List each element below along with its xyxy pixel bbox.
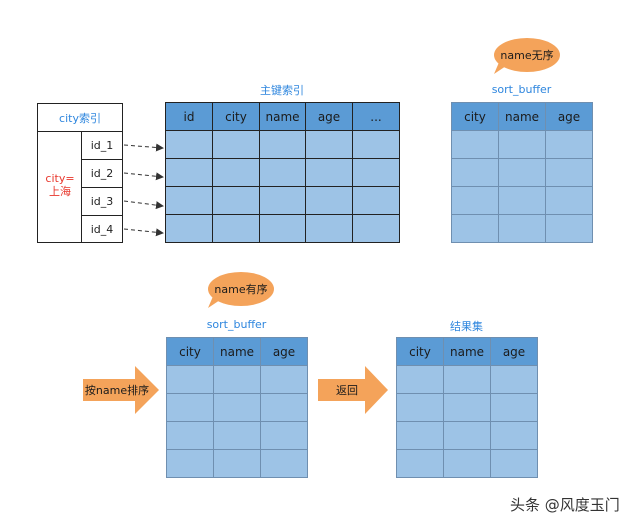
column-header: ... (352, 102, 400, 131)
index-id-label: id_3 (90, 195, 114, 208)
sort-by-name-arrow (83, 366, 159, 414)
table-row (166, 421, 308, 450)
table-row (166, 365, 308, 394)
column-header: name (213, 337, 261, 366)
city-key-label: city= 上海 (38, 172, 82, 198)
return-label: 返回 (336, 384, 358, 397)
table-row (396, 365, 538, 394)
column-header: city (166, 337, 214, 366)
sort-buffer-unsorted-title: sort_buffer (491, 83, 552, 96)
column-header: age (260, 337, 308, 366)
name-unsorted-bubble: name无序 (494, 38, 560, 72)
city-key-line2: 上海 (49, 185, 71, 198)
result-set-table: city name age (396, 337, 538, 478)
index-id-cell: id_4 (81, 215, 123, 243)
table-row (396, 449, 538, 478)
bubble-text: name有序 (214, 283, 268, 296)
table-row (166, 449, 308, 478)
table-row (396, 393, 538, 422)
index-id-label: id_2 (90, 167, 114, 180)
table-row (451, 186, 593, 215)
table-row (165, 214, 400, 243)
column-header: id (165, 102, 213, 131)
column-header: city (451, 102, 499, 131)
pointer-arrow (123, 172, 164, 181)
column-header: age (490, 337, 538, 366)
index-id-label: id_1 (90, 139, 114, 152)
table-row (166, 393, 308, 422)
watermark: 头条 @风度玉门 (510, 496, 620, 514)
bubble-tail (494, 60, 506, 74)
return-arrow (318, 366, 388, 414)
city-index-title: city索引 (59, 111, 101, 125)
table-row (165, 130, 400, 159)
column-header: name (443, 337, 491, 366)
result-set-title: 结果集 (450, 320, 483, 333)
table-row (396, 421, 538, 450)
pointer-arrow (123, 228, 164, 237)
primary-index-title: 主键索引 (260, 84, 304, 97)
table-row (451, 158, 593, 187)
column-header: age (305, 102, 353, 131)
table-row (451, 130, 593, 159)
bubble-tail (208, 294, 220, 308)
city-index-title-box: city索引 (37, 103, 123, 132)
sort-buffer-sorted-table: city name age (166, 337, 308, 478)
column-header: city (212, 102, 260, 131)
city-key-line1: city= (45, 172, 75, 185)
pointer-arrow (123, 200, 164, 210)
sort-by-name-label: 按name排序 (84, 384, 150, 397)
index-id-cell: id_2 (81, 159, 123, 188)
column-header: city (396, 337, 444, 366)
table-row (451, 214, 593, 243)
table-row (165, 158, 400, 187)
column-header: age (545, 102, 593, 131)
column-header: name (259, 102, 306, 131)
index-id-label: id_4 (90, 222, 114, 236)
sort-buffer-unsorted-table: city name age (451, 102, 593, 243)
column-header: name (498, 102, 546, 131)
bubble-text: name无序 (500, 49, 554, 62)
pointer-arrow (123, 143, 164, 152)
sort-buffer-sorted-title: sort_buffer (206, 318, 267, 331)
index-id-cell: id_3 (81, 187, 123, 216)
primary-index-table: id city name age ... (165, 102, 400, 243)
table-row (165, 186, 400, 215)
